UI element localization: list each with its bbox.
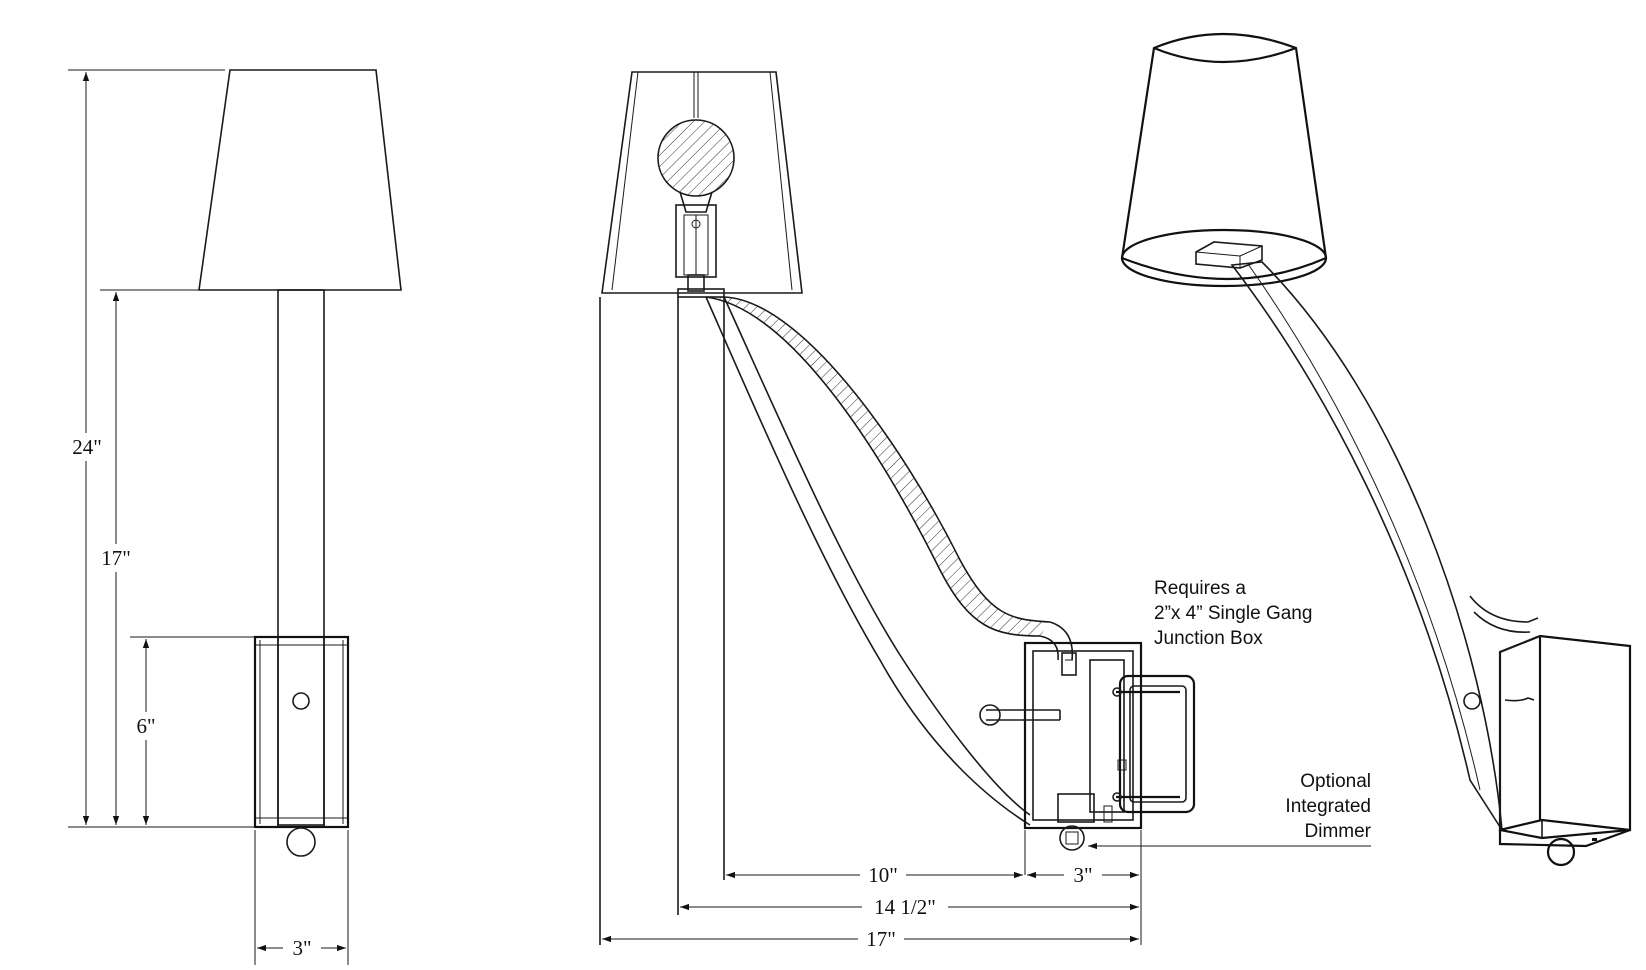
- dim-arm-height: 17": [101, 546, 131, 570]
- dim-backplate-width: 3": [292, 936, 311, 960]
- front-backplate: [253, 635, 350, 829]
- dimmer-note-line-2: Integrated: [1285, 796, 1371, 817]
- dimmer-note-line-3: Dimmer: [1305, 821, 1372, 842]
- perspective-box: [1498, 634, 1632, 867]
- junction-note-line-2: 2”x 4” Single Gang: [1154, 603, 1312, 624]
- junction-note-line-1: Requires a: [1154, 578, 1246, 599]
- front-screw-hole: [292, 692, 310, 710]
- side-dimmer-knob: [1059, 825, 1085, 851]
- junction-box-section: [979, 641, 1196, 851]
- front-view: 24" 17" 6" 3": [62, 69, 402, 965]
- dim-backplate-height: 6": [136, 714, 155, 738]
- perspective-view: [1120, 32, 1632, 867]
- dim-overall-height: 24": [72, 435, 102, 459]
- front-stem: [277, 289, 325, 826]
- dimmer-note: Optional Integrated Dimmer: [1088, 771, 1372, 850]
- perspective-curved-arm: [1230, 261, 1503, 831]
- front-lamp-shade: [198, 69, 402, 291]
- junction-note-line-3: Junction Box: [1154, 628, 1263, 649]
- dim-overall-projection: 17": [866, 927, 896, 951]
- junction-box-note: Requires a 2”x 4” Single Gang Junction B…: [1154, 578, 1312, 649]
- perspective-dimmer-knob: [1546, 837, 1576, 867]
- side-curved-arm: [705, 296, 1074, 826]
- dim-arm-projection: 10": [868, 863, 898, 887]
- dim-box-depth: 3": [1073, 863, 1092, 887]
- side-bulb: [657, 119, 735, 292]
- side-view: 10" 3" 14 1/2" 17" Requires a 2”x 4” Sin…: [599, 71, 1372, 951]
- front-dimmer-knob: [286, 827, 316, 857]
- dim-center-projection: 14 1/2": [874, 895, 936, 919]
- dimmer-note-line-1: Optional: [1300, 771, 1371, 792]
